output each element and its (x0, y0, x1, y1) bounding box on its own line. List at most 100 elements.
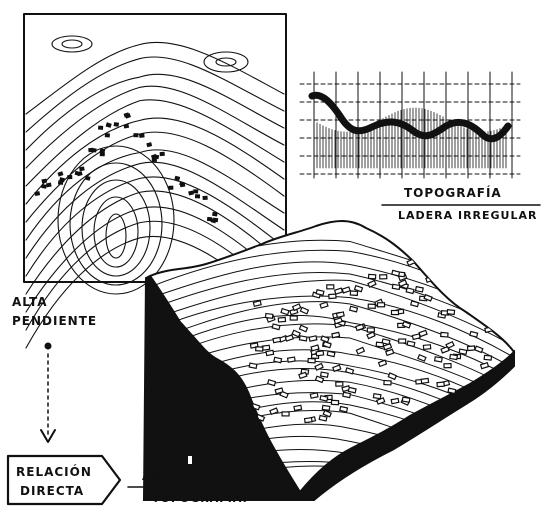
terrain-block (471, 269, 481, 277)
terrain-contour (150, 314, 514, 384)
terrain-block (466, 345, 476, 352)
terrain-block (433, 356, 443, 363)
terrain-profile-line (308, 91, 512, 143)
terrain-block (382, 342, 393, 351)
terrain-block (379, 274, 388, 280)
terrain-block (449, 353, 459, 361)
map-block (210, 218, 217, 224)
map-block (59, 177, 65, 183)
terrain-block (264, 312, 274, 319)
terrain-block (355, 323, 365, 332)
terrain-block (299, 306, 310, 315)
map-block (139, 133, 145, 138)
terrain-block (366, 331, 376, 340)
terrain-block (281, 411, 290, 417)
terrain-block (410, 300, 420, 308)
contour-line (25, 85, 285, 169)
terrain-block (319, 394, 329, 402)
terrain-block (309, 392, 319, 399)
terrain-block (367, 279, 377, 288)
map-block (98, 125, 104, 130)
terrain-block (321, 404, 331, 412)
terrain-block (280, 307, 290, 316)
contour-line (25, 56, 285, 133)
contour-line (25, 117, 285, 205)
map-block (67, 175, 73, 180)
terrain-block (372, 393, 382, 400)
contour-loop (61, 39, 83, 49)
map-block (133, 133, 139, 138)
terrain-block (446, 309, 456, 316)
terrain-block (339, 405, 349, 413)
terrain-block (422, 344, 432, 350)
terrain-contour (150, 323, 514, 395)
terrain-block (310, 344, 320, 352)
terrain-block (447, 387, 457, 395)
directa-label: DIRECTA (20, 484, 84, 498)
slope-profile-graph (299, 71, 521, 179)
contour-line (25, 161, 285, 259)
terrain-contour (150, 295, 514, 362)
terrain-block (457, 262, 466, 268)
terrain-block (347, 386, 357, 394)
terrain-block (398, 338, 407, 344)
contour-line (25, 73, 285, 151)
map-settlement-blocks (34, 112, 219, 224)
terrain-block (440, 346, 450, 354)
map-block (74, 170, 81, 176)
terrain-block-3d (142, 220, 516, 501)
terrain-block (332, 364, 342, 373)
terrain-block (322, 409, 333, 418)
contour-loop (57, 145, 175, 295)
map-block (174, 175, 181, 181)
map-block (84, 175, 91, 181)
terrain-block (391, 283, 401, 291)
terrain-block (335, 311, 345, 319)
topografia-title: TOPOGRAFÍA (404, 185, 502, 200)
map-block (202, 195, 208, 201)
terrain-block (367, 273, 377, 280)
terrain-block (330, 399, 340, 406)
asentamiento-label: ASENTAMIENTO (142, 470, 251, 483)
terrain-block (479, 362, 490, 370)
terrain-block (411, 333, 421, 341)
terrain-block (344, 367, 355, 375)
terrain-block (440, 331, 449, 338)
pendiente-label: PENDIENTE (12, 314, 97, 328)
terrain-block (478, 298, 487, 304)
map-block (123, 112, 130, 118)
terrain-block (298, 371, 308, 380)
terrain-block (381, 338, 391, 346)
terrain-contour (150, 301, 514, 373)
terrain-contour (150, 279, 514, 351)
terrain-block (335, 381, 344, 387)
terrain-block (397, 279, 408, 288)
contour-loop (93, 196, 139, 268)
map-block (45, 182, 52, 188)
terrain-block (315, 350, 325, 357)
terrain-block (328, 293, 337, 300)
map-block (212, 211, 218, 217)
terrain-block (279, 390, 289, 399)
terrain-block (314, 375, 325, 384)
terrain-block (272, 336, 282, 344)
terrain-block (314, 362, 324, 371)
terrain-block (322, 340, 332, 349)
map-block (151, 157, 157, 163)
terrain-block (315, 289, 325, 296)
terrain-block (468, 246, 478, 253)
terrain-block (383, 379, 392, 386)
map-block (113, 122, 120, 127)
terrain-block (318, 414, 328, 422)
map-block (34, 191, 41, 197)
contour-line (25, 206, 285, 313)
terrain-block (349, 290, 359, 297)
map-block (105, 122, 112, 128)
terrain-block (333, 316, 343, 325)
relacion-directa-arrow-box (6, 454, 122, 506)
terrain-block (284, 334, 294, 342)
map-block (188, 190, 194, 196)
terrain-block (391, 269, 401, 277)
contour-loop (51, 35, 93, 53)
terrain-block (390, 309, 400, 316)
